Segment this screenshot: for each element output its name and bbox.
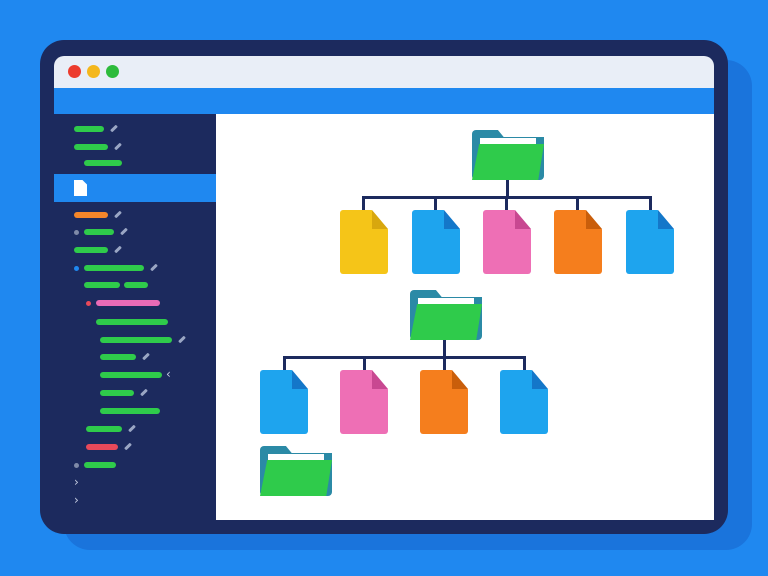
app-window: ‹ › › [40, 40, 728, 534]
tree-row-bar[interactable] [84, 160, 122, 166]
title-bar [54, 56, 714, 88]
bullet-icon [74, 266, 79, 271]
close-button[interactable] [68, 65, 81, 78]
folder-tree-canvas [216, 114, 714, 520]
toolbar [54, 88, 714, 114]
tree-row-bar[interactable] [86, 426, 122, 432]
connector-line [523, 356, 526, 372]
file-icon-pink[interactable] [483, 210, 531, 274]
connector-line [505, 196, 508, 212]
tree-row-bar[interactable] [100, 390, 134, 396]
tree-row-bar[interactable] [84, 229, 114, 235]
folder-icon[interactable] [410, 290, 482, 340]
maximize-button[interactable] [106, 65, 119, 78]
tree-row-bar[interactable] [74, 212, 108, 218]
connector-line [283, 356, 525, 359]
connector-line [506, 180, 509, 198]
chevron-right-icon[interactable]: › [74, 493, 79, 507]
file-icon-orange[interactable] [554, 210, 602, 274]
connector-line [443, 356, 446, 372]
chevron-left-icon[interactable]: ‹ [166, 367, 171, 381]
file-icon-blue[interactable] [260, 370, 308, 434]
edit-icon[interactable] [110, 124, 118, 133]
file-icon-blue[interactable] [412, 210, 460, 274]
tree-row-bar[interactable] [96, 300, 160, 306]
edit-icon[interactable] [150, 263, 158, 272]
connector-line [443, 340, 446, 358]
folder-icon[interactable] [472, 130, 544, 180]
sidebar-item-selected[interactable] [54, 174, 216, 202]
tree-row-bar[interactable] [100, 408, 160, 414]
edit-icon[interactable] [120, 227, 128, 236]
connector-line [576, 196, 579, 212]
edit-icon[interactable] [140, 388, 148, 397]
tree-row-bar[interactable] [100, 372, 162, 378]
edit-icon[interactable] [178, 335, 186, 344]
folder-icon[interactable] [260, 446, 332, 496]
edit-icon[interactable] [124, 442, 132, 451]
tree-row-bar[interactable] [100, 354, 136, 360]
tree-row-bar[interactable] [74, 126, 104, 132]
connector-line [434, 196, 437, 212]
connector-line [649, 196, 652, 212]
bullet-icon [74, 463, 79, 468]
edit-icon[interactable] [114, 142, 122, 151]
file-icon-blue[interactable] [500, 370, 548, 434]
connector-line [363, 356, 366, 372]
document-icon [74, 180, 87, 196]
edit-icon[interactable] [114, 245, 122, 254]
tree-row-bar[interactable] [84, 282, 120, 288]
file-icon-orange[interactable] [420, 370, 468, 434]
file-icon-yellow[interactable] [340, 210, 388, 274]
edit-icon[interactable] [142, 352, 150, 361]
chevron-right-icon[interactable]: › [74, 475, 79, 489]
tree-row-bar[interactable] [84, 265, 144, 271]
tree-row-bar[interactable] [84, 462, 116, 468]
file-tree-sidebar: ‹ › › [54, 114, 216, 520]
minimize-button[interactable] [87, 65, 100, 78]
tree-row-bar[interactable] [74, 247, 108, 253]
edit-icon[interactable] [114, 210, 122, 219]
connector-line [283, 356, 286, 372]
edit-icon[interactable] [128, 424, 136, 433]
tree-row-bar[interactable] [124, 282, 148, 288]
connector-line [362, 196, 365, 212]
tree-row-bar[interactable] [96, 319, 168, 325]
bullet-icon [74, 230, 79, 235]
file-icon-pink[interactable] [340, 370, 388, 434]
file-icon-blue[interactable] [626, 210, 674, 274]
bullet-icon [86, 301, 91, 306]
tree-row-bar[interactable] [100, 337, 172, 343]
tree-row-bar[interactable] [74, 144, 108, 150]
tree-row-bar[interactable] [86, 444, 118, 450]
